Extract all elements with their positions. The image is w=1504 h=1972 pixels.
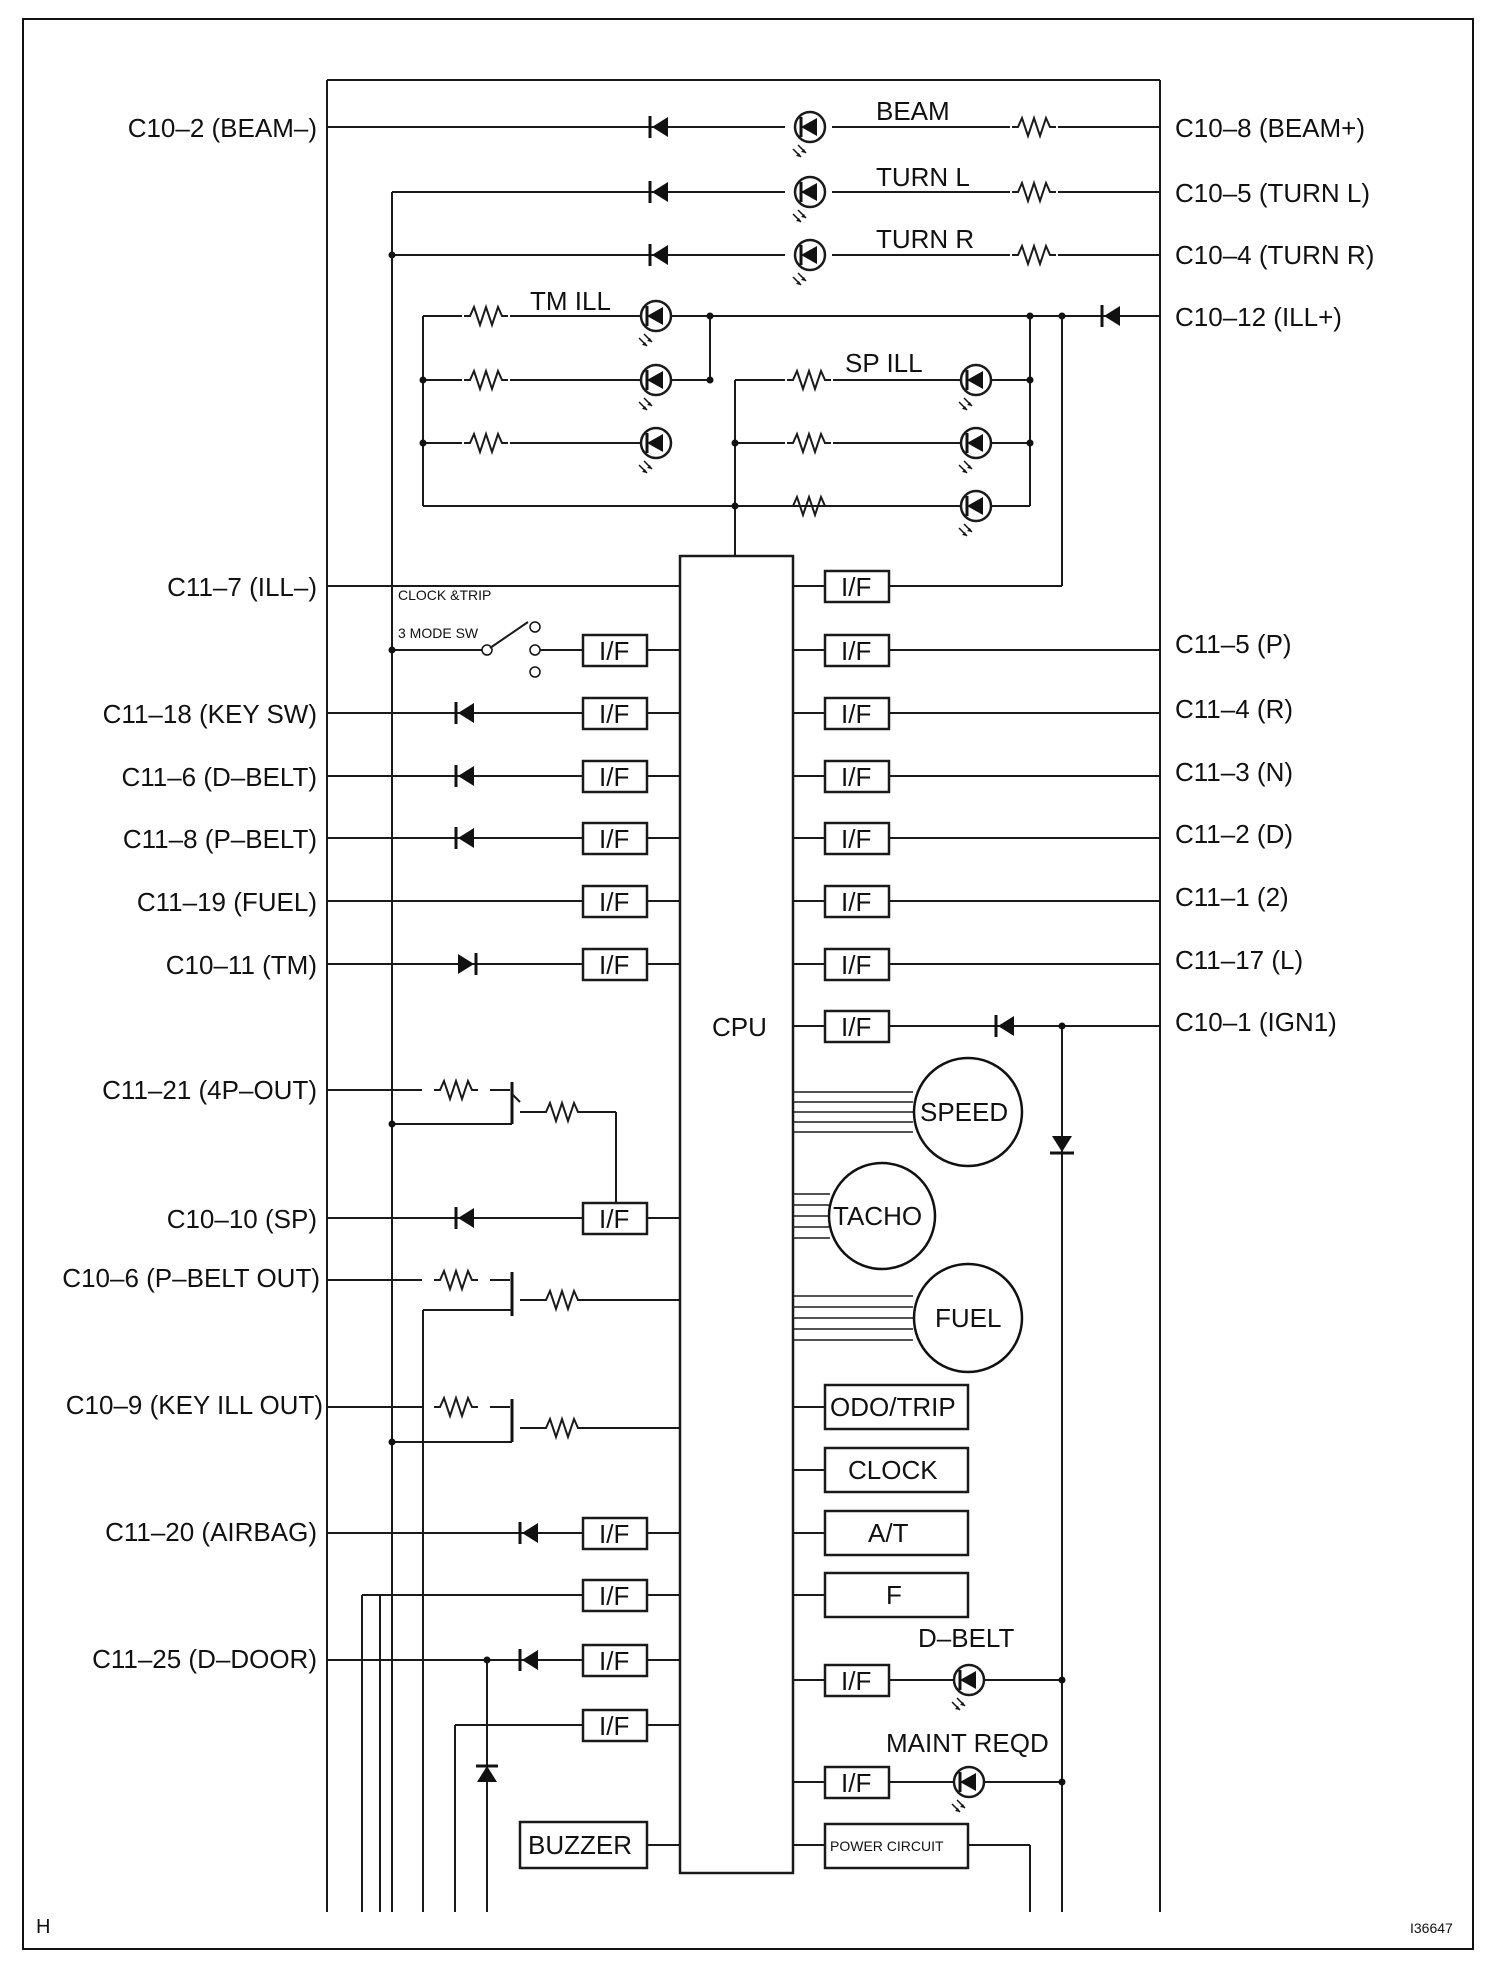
pin-turn-l: C10–5 (TURN L) [1175,178,1370,208]
svg-text:I/F: I/F [841,762,871,792]
cpu-label: CPU [712,1012,767,1042]
pin-l: C11–17 (L) [1175,945,1303,975]
pin-tm: C10–11 (TM) [166,950,317,980]
svg-text:BUZZER: BUZZER [528,1830,632,1860]
pin-key-sw: C11–18 (KEY SW) [103,699,317,729]
svg-text:F: F [886,1580,902,1610]
svg-text:MAINT REQD: MAINT REQD [886,1728,1049,1758]
turn-r-label: TURN R [876,224,974,254]
svg-text:TACHO: TACHO [833,1201,922,1231]
pin-sp: C10–10 (SP) [167,1204,317,1234]
svg-text:I/F: I/F [841,1666,871,1696]
clock-trip-label: CLOCK &TRIP [398,587,491,603]
beam-label: BEAM [876,96,950,126]
pin-airbag: C11–20 (AIRBAG) [105,1517,317,1547]
svg-text:I/F: I/F [841,824,871,854]
pin-4p-out: C11–21 (4P–OUT) [102,1075,317,1105]
svg-text:I/F: I/F [599,1519,629,1549]
turn-l-row: TURN L [392,162,1160,224]
svg-text:I/F: I/F [599,824,629,854]
fuel-gauge: FUEL [793,1262,1024,1374]
svg-text:I/F: I/F [599,762,629,792]
svg-text:SPEED: SPEED [920,1097,1008,1127]
pin-ill-minus: C11–7 (ILL–) [167,572,317,602]
maint-reqd-lamp: MAINT REQD [886,1728,1066,1814]
svg-text:I/F: I/F [841,950,871,980]
tacho-gauge: TACHO [793,1161,937,1271]
svg-text:I/F: I/F [599,699,629,729]
svg-text:I/F: I/F [599,1646,629,1676]
svg-text:I/F: I/F [599,1581,629,1611]
svg-text:I/F: I/F [841,1012,871,1042]
cpu-block [678,554,795,1875]
pin-p-belt-out: C10–6 (P–BELT OUT) [62,1263,320,1293]
svg-text:I/F: I/F [599,636,629,666]
speed-gauge: SPEED [793,1056,1024,1168]
pin-ign1: C10–1 (IGN1) [1175,1007,1337,1037]
pin-two: C11–1 (2) [1175,882,1289,912]
power-circuit-block: POWER CIRCUIT [793,1822,1030,1870]
svg-text:I/F: I/F [599,1204,629,1234]
left-interface-column: I/F I/F I/F I/F I/F I/F I/F I/F I/F I/F … [581,633,680,1743]
svg-text:A/T: A/T [868,1518,909,1548]
svg-text:I/F: I/F [841,887,871,917]
pin-fuel: C11–19 (FUEL) [137,887,317,917]
odo-trip-block: ODO/TRIP [793,1383,970,1431]
f-block: F [793,1571,970,1619]
svg-text:I/F: I/F [841,699,871,729]
clock-block: CLOCK [793,1446,970,1494]
right-interface-column: I/F I/F I/F I/F I/F I/F I/F I/F I/F I/F [793,569,1160,1800]
left-signal-rows [327,700,680,1782]
left-pin-labels: C10–2 (BEAM–) C11–7 (ILL–) C11–18 (KEY S… [62,113,323,1674]
pin-d-door: C11–25 (D–DOOR) [92,1644,317,1674]
beam-row: BEAM [327,96,1160,159]
svg-text:ODO/TRIP: ODO/TRIP [830,1392,956,1422]
svg-text:I/F: I/F [841,572,871,602]
pin-turn-r: C10–4 (TURN R) [1175,240,1374,270]
pin-d: C11–2 (D) [1175,819,1293,849]
corner-mark-left: H [36,1916,50,1938]
tm-ill-label: TM ILL [530,286,611,316]
right-pin-labels: C10–8 (BEAM+) C10–5 (TURN L) C10–4 (TURN… [1175,113,1374,1037]
pin-p-belt: C11–8 (P–BELT) [123,824,317,854]
at-block: A/T [793,1509,970,1557]
pin-beam-minus: C10–2 (BEAM–) [128,113,317,143]
clock-trip-3-mode-switch: 3 MODE SW [388,621,583,678]
pin-n: C11–3 (N) [1175,757,1293,787]
turn-r-row: TURN R [388,224,1160,287]
svg-text:POWER CIRCUIT: POWER CIRCUIT [830,1838,944,1854]
diagram-frame [22,18,1474,1950]
svg-text:I/F: I/F [599,887,629,917]
svg-text:FUEL: FUEL [935,1303,1001,1333]
svg-text:I/F: I/F [841,1768,871,1798]
pin-d-belt: C11–6 (D–BELT) [121,762,317,792]
svg-text:D–BELT: D–BELT [918,1623,1014,1653]
d-belt-lamp: D–BELT [889,1623,1066,1712]
pin-r: C11–4 (R) [1175,694,1293,724]
pin-p: C11–5 (P) [1175,629,1292,659]
pin-key-ill-out: C10–9 (KEY ILL OUT) [66,1390,323,1420]
svg-text:CLOCK: CLOCK [848,1455,938,1485]
pin-ill-plus: C10–12 (ILL+) [1175,302,1342,332]
svg-text:I/F: I/F [841,636,871,666]
figure-id: I36647 [1410,1920,1453,1936]
svg-text:I/F: I/F [599,1711,629,1741]
turn-l-label: TURN L [876,162,970,192]
buzzer-block: BUZZER [518,1820,680,1870]
sp-ill-label: SP ILL [845,348,923,378]
pin-beam-plus: C10–8 (BEAM+) [1175,113,1365,143]
svg-text:I/F: I/F [599,950,629,980]
ill-network: TM ILL SP ILL [419,286,1160,587]
mode-sw-label: 3 MODE SW [398,625,479,641]
